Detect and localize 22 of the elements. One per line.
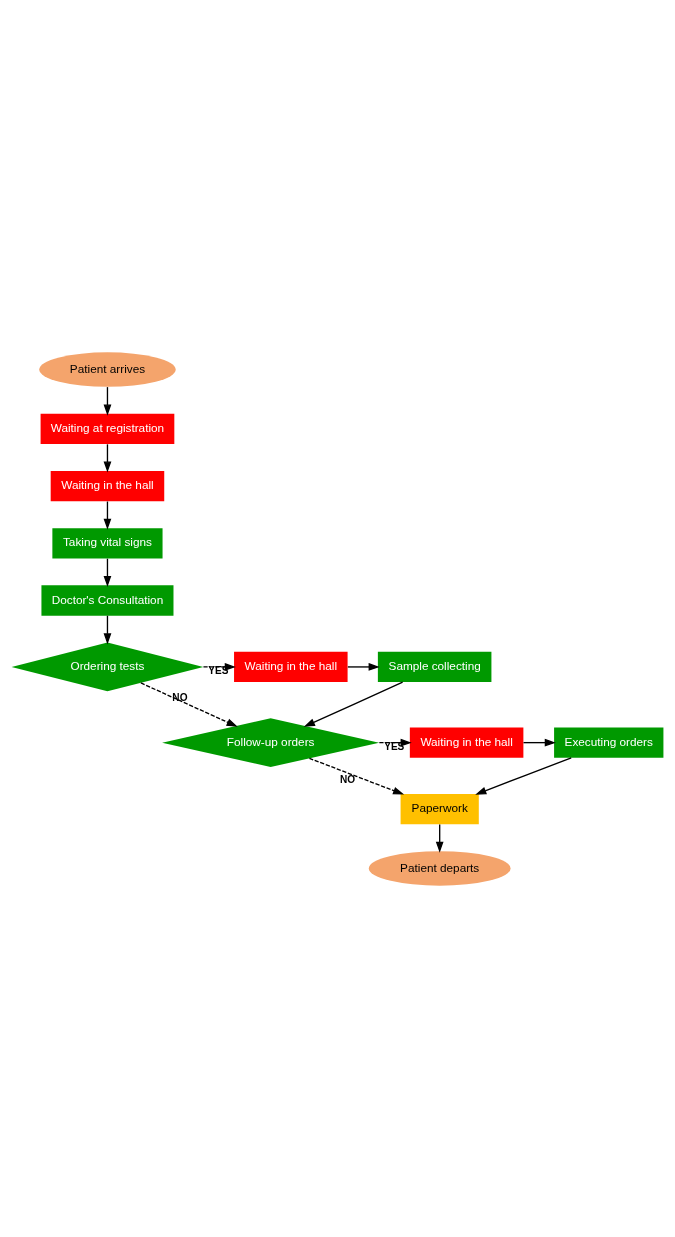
node-box: Waiting in the hall xyxy=(50,470,165,501)
arrow xyxy=(140,681,238,727)
node-box: Sample collecting xyxy=(377,651,492,682)
arrow xyxy=(522,738,556,747)
arrow xyxy=(475,756,572,795)
arrow xyxy=(103,614,112,644)
arrow xyxy=(308,757,405,795)
node-diamond: Ordering tests xyxy=(11,642,204,691)
node-box: Doctor's Consultation xyxy=(41,584,174,616)
node-box: Waiting at registration xyxy=(40,413,175,444)
node-box: Paperwork xyxy=(400,793,479,824)
node-box: Taking vital signs xyxy=(52,527,163,558)
node-ellipse: Patient departs xyxy=(368,850,511,886)
arrow xyxy=(303,681,404,727)
arrow xyxy=(347,662,380,671)
node-ellipse: Patient arrives xyxy=(39,351,176,387)
node-box: Waiting in the hall xyxy=(234,651,348,682)
edge-label: NO xyxy=(172,691,188,703)
edge-label: NO xyxy=(339,773,356,785)
arrow xyxy=(103,385,112,416)
node-box: Executing orders xyxy=(554,727,664,758)
node-box: Waiting in the hall xyxy=(409,727,524,758)
